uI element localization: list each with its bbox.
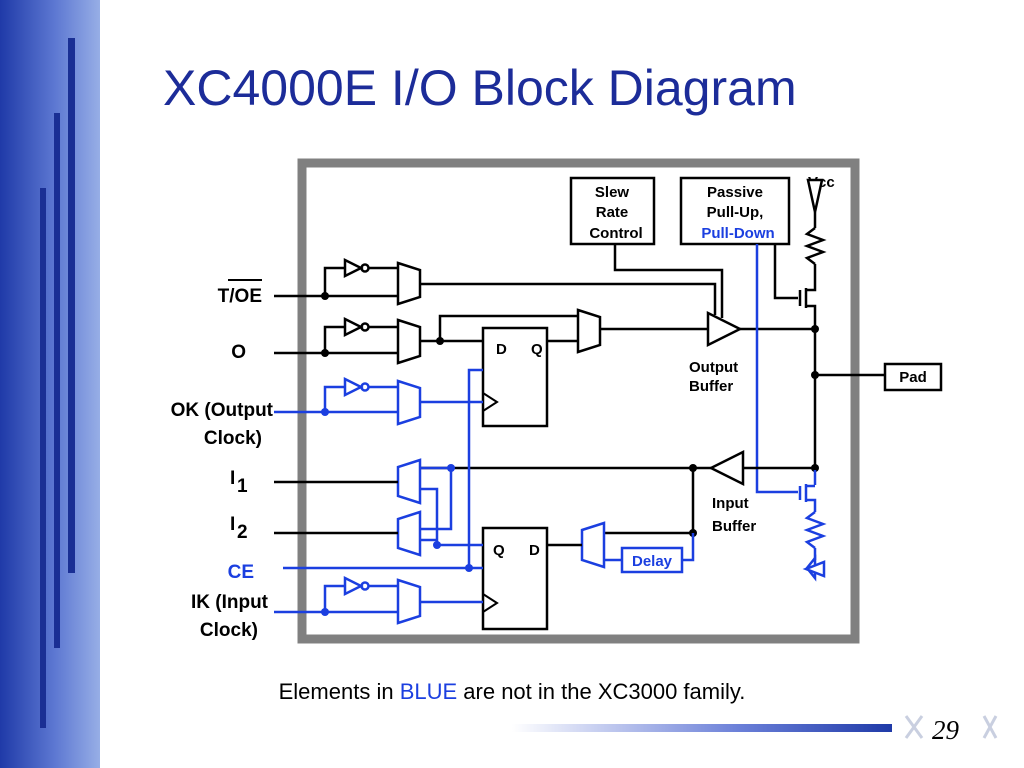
ce-label: CE [228,562,254,583]
i1-i2-lines [274,480,398,535]
i1-label: I [230,468,235,489]
delay-block: Delay [547,521,695,574]
junction-dot [689,464,697,472]
sidebar-bar-1 [68,38,75,573]
slew-label-1: Slew [595,184,630,201]
pad-label: Pad [899,369,927,386]
vcc-pullup [798,178,827,329]
junction-dot [447,464,455,472]
slew-label-2: Rate [596,204,629,221]
junction-dot [811,325,819,333]
i2-label: I [230,514,235,535]
company-logo [900,712,1000,742]
junction-dot [465,564,473,572]
ik-label-line1: IK (Input [191,592,269,613]
output-buffer-label-1: Output [689,359,738,376]
junction-dot [321,608,329,616]
output-buffer-label-2: Buffer [689,378,733,395]
output-flip-flop: D Q [481,326,549,428]
delay-label: Delay [632,553,673,570]
input-muxes [396,458,483,557]
ok-path [274,376,483,426]
sidebar-bar-3 [40,188,46,728]
footer-prefix: Elements in [278,679,400,704]
sidebar-bar-2 [54,113,60,648]
ik-path [274,575,483,625]
passive-label-3: Pull-Down [701,225,774,242]
page-title: XC4000E I/O Block Diagram [163,60,797,116]
junction-dot [811,371,819,379]
pulldown [798,470,827,582]
ff-in-q: Q [493,542,505,559]
passive-label-2: Pull-Up, [707,204,764,221]
output-buffer [706,310,815,348]
input-flip-flop: Q D [481,526,549,631]
junction-dot [321,349,329,357]
slew-label-3: Control [589,225,642,242]
toe-path [274,257,717,315]
ik-label-line2: Clock) [200,620,258,641]
passive-label-1: Passive [707,184,763,201]
o-label: O [231,342,246,363]
footer-rule [512,724,892,732]
pad-block: Pad [883,362,943,392]
input-buffer [420,449,815,535]
passive-pull-block: Passive Pull-Up, Pull-Down [679,176,798,494]
junction-dot [321,292,329,300]
iob-frame [297,158,860,644]
footer-suffix: are not in the XC3000 family. [457,679,746,704]
pad-bus [813,329,885,470]
ff-in-d: D [529,542,540,559]
i1-subscript: 1 [237,476,248,497]
junction-dot [321,408,329,416]
footer-note: Elements in BLUE are not in the XC3000 f… [0,679,1024,705]
ff-out-d: D [496,341,507,358]
slew-rate-block: Slew Rate Control [569,176,724,318]
o-path [274,308,708,365]
junction-dot [433,541,441,549]
input-buffer-label-2: Buffer [712,518,756,535]
i2-subscript: 2 [237,522,248,543]
input-buffer-label-1: Input [712,495,749,512]
page-number: 29 [932,715,959,745]
ok-label-line1: OK (Output [171,400,274,421]
toe-label: T/OE [218,286,262,307]
ok-label-line2: Clock) [204,428,262,449]
sidebar-gradient [0,0,100,768]
ff-out-q: Q [531,341,543,358]
footer-highlight: BLUE [399,679,458,704]
junction-dot [436,337,444,345]
